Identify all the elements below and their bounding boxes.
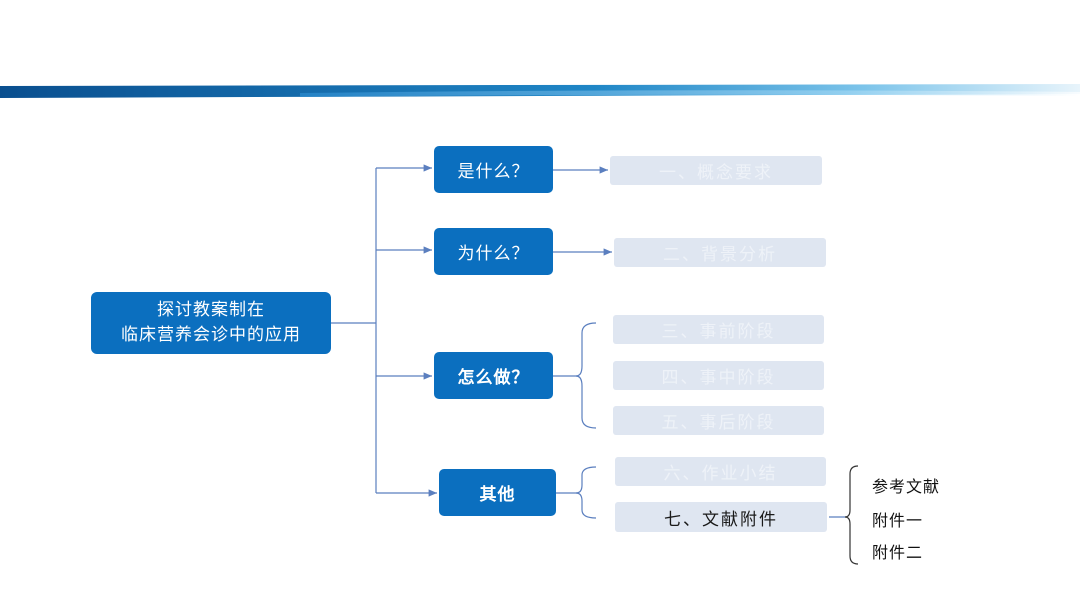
section-item-summary[interactable]: 六、作业小结 bbox=[615, 457, 826, 486]
section-item-after[interactable]: 五、事后阶段 bbox=[613, 406, 824, 435]
question-node-why: 为什么？ bbox=[434, 228, 553, 275]
reference-item-attachment-2[interactable]: 附件二 bbox=[872, 543, 924, 562]
section-item-before[interactable]: 三、事前阶段 bbox=[613, 315, 824, 344]
section-label: 六、作业小结 bbox=[663, 464, 778, 484]
root-topic-node: 探讨教案制在 临床营养会诊中的应用 bbox=[91, 292, 331, 354]
reference-item-literature[interactable]: 参考文献 bbox=[872, 477, 941, 496]
reference-item-attachment-1[interactable]: 附件一 bbox=[872, 511, 924, 530]
section-item-concept[interactable]: 一、概念要求 bbox=[610, 156, 822, 185]
section-label: 五、事后阶段 bbox=[661, 413, 776, 433]
section-label: 二、背景分析 bbox=[663, 245, 777, 265]
question-label: 是什么？ bbox=[457, 162, 530, 182]
question-label: 其他 bbox=[479, 485, 516, 505]
section-label: 七、文献附件 bbox=[664, 509, 778, 530]
root-topic-line2: 临床营养会诊中的应用 bbox=[121, 325, 301, 345]
question-node-other: 其他 bbox=[439, 469, 556, 516]
question-label: 怎么做？ bbox=[457, 368, 530, 388]
section-label: 三、事前阶段 bbox=[661, 322, 776, 342]
root-topic-line1: 探讨教案制在 bbox=[157, 300, 265, 320]
question-label: 为什么？ bbox=[457, 244, 530, 264]
section-item-during[interactable]: 四、事中阶段 bbox=[613, 361, 824, 390]
header-banner bbox=[0, 84, 1080, 98]
question-node-how: 怎么做？ bbox=[434, 352, 553, 399]
section-label: 四、事中阶段 bbox=[661, 368, 776, 388]
question-node-what: 是什么？ bbox=[434, 146, 553, 193]
section-label: 一、概念要求 bbox=[659, 163, 773, 183]
section-item-literature[interactable]: 七、文献附件 bbox=[615, 502, 827, 532]
section-item-background[interactable]: 二、背景分析 bbox=[614, 238, 826, 267]
